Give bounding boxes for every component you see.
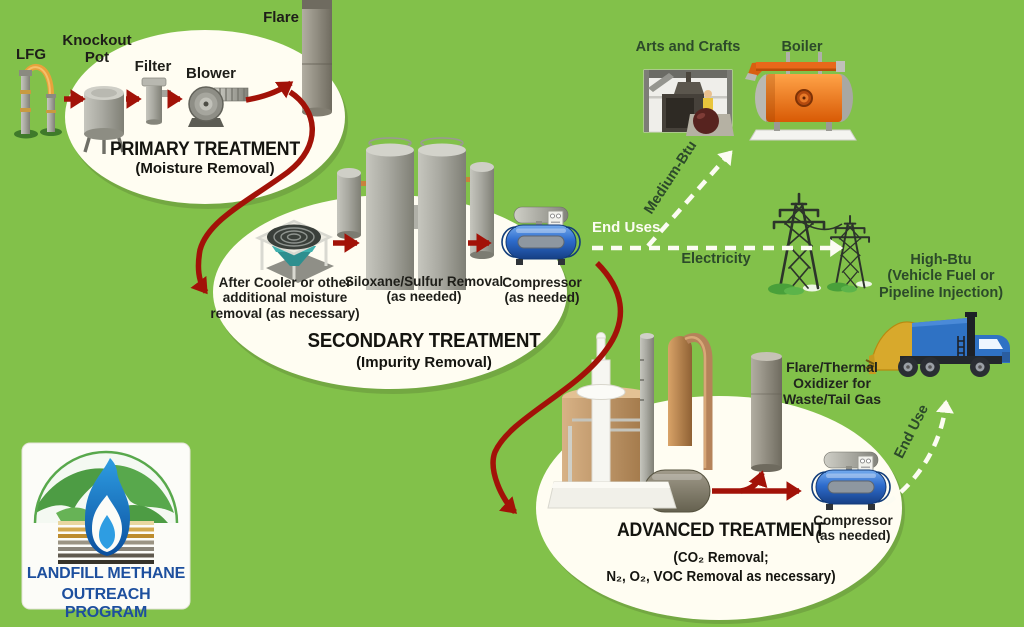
power-lines-icon [768, 192, 872, 295]
filter-icon [141, 77, 171, 125]
electricity-label: Electricity [681, 251, 751, 267]
high-btu-label: High-Btu (Vehicle Fuel or Pipeline Injec… [878, 252, 1004, 301]
siloxane-label: Siloxane/Sulfur Removal (as needed) [344, 274, 504, 305]
process-flow-arrows [64, 80, 802, 515]
logo-line2: OUTREACH PROGRAM [61, 586, 151, 622]
secondary-compressor-label: Compressor (as needed) [502, 275, 582, 306]
thermal-oxidizer-icon [751, 352, 782, 472]
lmop-logo [21, 442, 191, 610]
knockout-pot-label: Knockout Pot [62, 32, 132, 66]
logo-line1: LANDFILL METHANE [26, 565, 186, 582]
primary-subtitle: (Moisture Removal) [135, 160, 275, 177]
arts-and-crafts-label: Arts and Crafts [635, 39, 741, 55]
advanced-subtitle: (CO₂ Removal; N₂, O₂, VOC Removal as nec… [606, 550, 836, 585]
medium-btu-arrow [646, 150, 733, 248]
end-use-arrows [592, 150, 954, 506]
advanced-plant-icon [547, 332, 713, 513]
after-cooler-label: After Cooler or other additional moistur… [210, 275, 360, 321]
secondary-title: SECONDARY TREATMENT [307, 330, 541, 352]
knockout-pot-icon [83, 86, 125, 154]
oxidizer-label: Flare/Thermal Oxidizer for Waste/Tail Ga… [782, 359, 882, 407]
siloxane-towers-icon [337, 137, 494, 290]
blower-label: Blower [185, 65, 236, 82]
advanced-title: ADVANCED TREATMENT [616, 520, 826, 541]
flame-icon [84, 458, 130, 556]
lfg-label: LFG [16, 46, 46, 63]
flare-stack-icon [302, 0, 332, 117]
filter-label: Filter [134, 58, 172, 75]
primary-title: PRIMARY TREATMENT [110, 139, 300, 160]
flare-label: Flare [263, 9, 299, 26]
boiler-label: Boiler [781, 39, 823, 55]
lfg-wellhead-icon [14, 64, 62, 139]
boiler-icon [745, 52, 857, 141]
secondary-subtitle: (Impurity Removal) [356, 354, 492, 371]
end-uses-label: End Uses [592, 219, 661, 236]
after-cooler-icon [254, 219, 334, 283]
arts-and-crafts-icon [643, 69, 734, 136]
blower-icon [188, 86, 249, 127]
advanced-compressor-label: Compressor (as needed) [813, 513, 893, 544]
high-btu-arrow [884, 399, 954, 506]
truck-icon [865, 312, 1010, 377]
secondary-compressor-icon [501, 206, 581, 266]
